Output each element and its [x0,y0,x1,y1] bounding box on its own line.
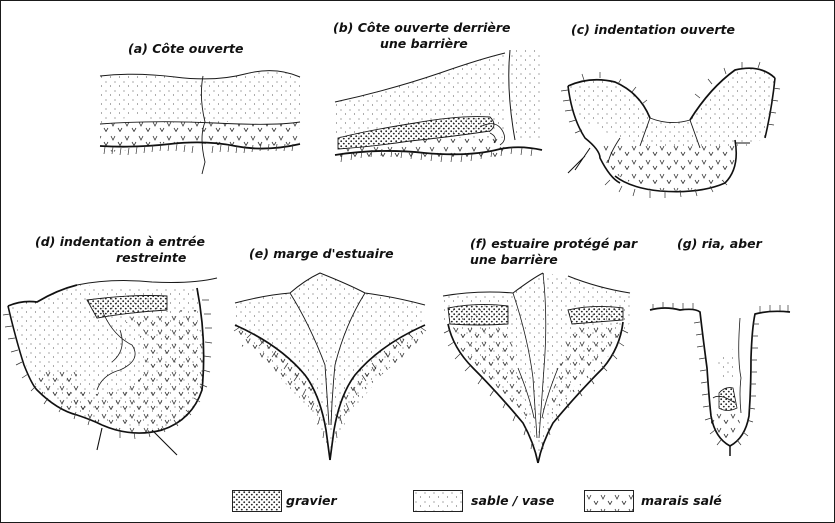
caption-f-line2: une barrière [470,252,558,267]
caption-d-line1: (d) indentation à entrée [35,234,205,249]
panel-g-ria [645,298,795,463]
legend-gravel-swatch [232,490,282,512]
caption-e: (e) marge d'estuaire [249,246,394,261]
caption-a: (a) Côte ouverte [128,41,244,56]
legend-gravel-label: gravier [286,493,337,508]
legend-sand-label: sable / vase [471,493,554,508]
panel-a-open-coast [95,62,305,192]
caption-g: (g) ria, aber [677,236,762,251]
caption-f-line1: (f) estuaire protégé par [470,236,637,251]
caption-d-line2: restreinte [116,250,186,265]
panel-d-restricted-indentation [2,270,224,465]
panel-f-protected-estuary [438,268,633,468]
panel-e-estuary-margin [230,265,428,465]
panel-b-barrier-coast [330,45,545,165]
caption-b-line1: (b) Côte ouverte derrière [333,20,511,35]
legend-sand-swatch [413,490,463,512]
legend-marsh-swatch [584,490,634,512]
legend-marsh-label: marais salé [641,493,722,508]
panel-c-open-indentation [560,58,785,198]
caption-c: (c) indentation ouverte [571,22,735,37]
